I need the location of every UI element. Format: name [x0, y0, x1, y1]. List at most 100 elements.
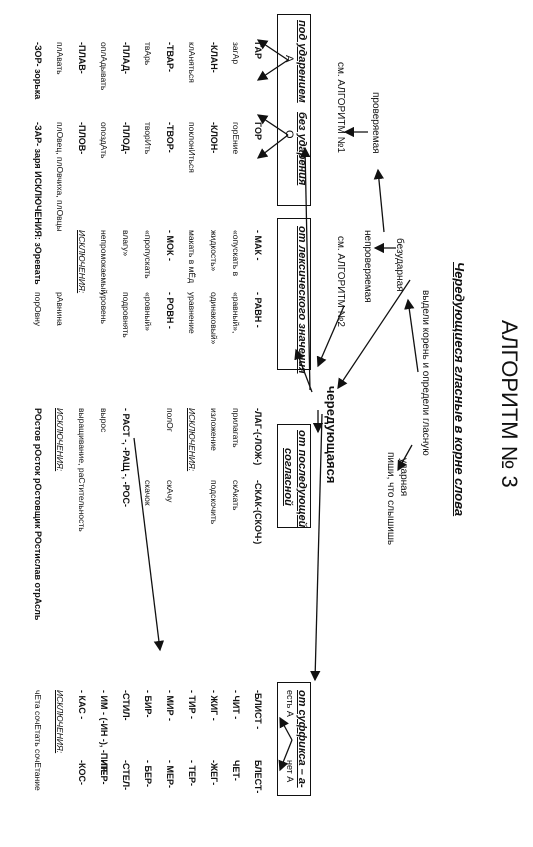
header-box-consonant — [277, 424, 311, 528]
alternating-label: чередующаяся — [324, 386, 339, 484]
col1-row-10-left: -ЗОР- зорька — [33, 42, 43, 100]
arrow-to-checkable — [373, 168, 385, 233]
col2-row-10-right: порОвну — [33, 292, 43, 327]
col3-row-2-left: изложение — [209, 408, 219, 451]
col4-row-10-left: чЕта сочЕтать сочЕтание — [33, 690, 43, 791]
letter-o: О — [283, 130, 295, 139]
checkable-label: проверяемая — [370, 92, 381, 154]
suffix-has-a: есть А — [285, 690, 295, 717]
col1-row-2-left: -КЛАН- — [209, 42, 219, 73]
page-subtitle: Чередующиеся гласные в корне слова — [452, 262, 467, 517]
col4-row-0-right: БЛЕСТ- — [253, 760, 263, 794]
col4-row-2-left: - ЖИГ - — [209, 690, 219, 721]
col2-row-4-right: - РОВН - — [165, 292, 175, 329]
col4-row-4-right: - МЕР- — [165, 760, 175, 788]
col4-row-5-left: - БИР- — [143, 690, 153, 718]
arrow-o-right — [256, 134, 289, 159]
stressed-label: ударная — [398, 458, 409, 497]
col3-row-0-right: -СКАК-(СКОЧ-) — [253, 480, 263, 545]
col3-row-9-left: ИСКЛЮЧЕНИЯ: — [55, 408, 65, 472]
col1-row-2-right: -КЛОН- — [209, 122, 219, 154]
col1-row-7-right: опоздАть — [99, 122, 109, 159]
col1-row-3-right: поклонИться — [187, 122, 197, 173]
col4-row-7-right: -ПЕР- — [99, 760, 109, 785]
col2-row-3-left: макать в мЁд — [187, 230, 197, 284]
algorithm-1-ref: см. АЛГОРИТМ №1 — [335, 62, 346, 153]
header-box-stress — [277, 14, 311, 206]
col2-row-2-left: жидкость» — [209, 230, 219, 272]
col1-row-9-left: плАвать — [55, 42, 65, 75]
col4-row-3-left: - ТИР - — [187, 690, 197, 719]
col1-row-8-right: -ПЛОВ- — [77, 122, 87, 155]
col3-row-10-left: РОстов рОсток рОстовщик РОстислав отрАсл… — [33, 408, 43, 621]
col3-row-2-right: подскочить — [209, 480, 219, 525]
header-box-lexical — [277, 218, 311, 370]
col2-row-7-right: уровень — [99, 292, 109, 324]
col2-row-1-right: «равный», — [231, 292, 241, 334]
col1-row-3-left: клАняться — [187, 42, 197, 83]
col4-row-6-left: -СТИЛ- — [121, 690, 131, 721]
uncheckable-label: непроверяемая — [362, 230, 373, 303]
col2-row-0-right: - РАВН - — [253, 292, 263, 328]
unstressed-label: безударная — [394, 238, 405, 292]
arrow-a-left — [256, 39, 289, 61]
algorithm-2-ref: см. АЛГОРИТМ №2 — [335, 236, 346, 327]
col1-row-9-right: плОвец, плОвчиха, плОвцы — [55, 122, 65, 232]
col4-row-2-right: -ЖЕГ- — [209, 760, 219, 786]
col4-row-6-right: -СТЕЛ- — [121, 760, 131, 791]
col1-row-0-right: ГОР — [253, 122, 263, 140]
col3-row-1-right: скАкать — [231, 480, 241, 511]
col4-row-3-right: - ТЕР- — [187, 760, 197, 786]
col1-row-7-left: оплАдывать — [99, 42, 109, 91]
col1-row-5-right: творИть — [143, 122, 153, 155]
col1-row-10-right: -ЗАР- заря ИСКЛЮЧЕНИЯ: зОревать — [33, 122, 43, 285]
col1-row-5-left: твАрь — [143, 42, 153, 66]
col2-row-1-left: «опускать в — [231, 230, 241, 277]
col1-row-1-right: горЕние — [231, 122, 241, 155]
letter-a: А — [283, 55, 295, 63]
col2-row-2-right: одинаковый» — [209, 292, 219, 345]
col4-row-1-left: - ЧИТ - — [231, 690, 241, 720]
col3-row-7-left: вырос — [99, 408, 109, 433]
col2-row-6-right: подровнять — [121, 292, 131, 338]
arrow-suf-right — [278, 739, 293, 772]
arrow-alt-col1 — [299, 146, 311, 391]
header-box-suffix — [277, 682, 311, 796]
col3-row-6-left: - РАСТ -, -РАЩ -, -РОС- — [121, 408, 131, 508]
col3-row-4-right: скАчу — [165, 480, 175, 503]
col4-row-8-right: -КОС- — [77, 760, 87, 785]
col4-row-5-right: - БЕР- — [143, 760, 153, 787]
suffix-no-a: нет А — [285, 760, 295, 783]
arrow-suf-left — [279, 716, 293, 741]
col4-row-4-left: - МИР - — [165, 690, 175, 721]
col1-row-6-left: -ПЛАД- — [121, 42, 131, 75]
page-title: АЛГОРИТМ № 3 — [497, 320, 522, 488]
col2-row-7-left: непромокаемый — [99, 230, 109, 295]
header-under-stress: под ударением — [296, 20, 308, 103]
arrow-o-left — [256, 114, 289, 136]
header-lexical-meaning: от лексического значения — [296, 226, 308, 374]
col4-row-8-left: - КАС - — [77, 690, 87, 720]
col1-row-1-left: загАр — [231, 42, 241, 65]
col3-row-8-left: выращивание, раСтительность — [77, 408, 87, 532]
header-suffix-a: от суффикса – а- — [296, 690, 308, 788]
header-without-stress: без ударения — [296, 112, 308, 186]
col2-row-4-left: - МОК - — [165, 230, 175, 261]
header-consonant: согласной — [282, 448, 294, 506]
arrow-to-unstressed — [404, 298, 419, 373]
col1-row-0-left: ГАР — [253, 42, 263, 60]
col2-row-5-right: «ровный» — [143, 292, 153, 331]
arrow-alt-col2 — [294, 348, 313, 393]
arrow-to-alternating — [337, 279, 411, 390]
col1-row-4-left: -ТВАР- — [165, 42, 175, 73]
col1-row-6-right: -ПЛОД- — [121, 122, 131, 155]
arrow-a-right — [256, 59, 289, 81]
col2-row-3-right: уравнение — [187, 292, 197, 334]
header-following-consonant: от последующей — [296, 430, 308, 528]
col4-row-1-right: ЧЕТ- — [231, 760, 241, 781]
col3-row-4-left: полОг — [165, 408, 175, 432]
col2-row-8-left: ИСКЛЮЧЕНИЯ: — [77, 230, 87, 294]
step-identify-root: выдели корень и определи гласную — [420, 290, 431, 456]
col3-row-3-left: ИСКЛЮЧЕНИЯ: — [187, 408, 197, 472]
